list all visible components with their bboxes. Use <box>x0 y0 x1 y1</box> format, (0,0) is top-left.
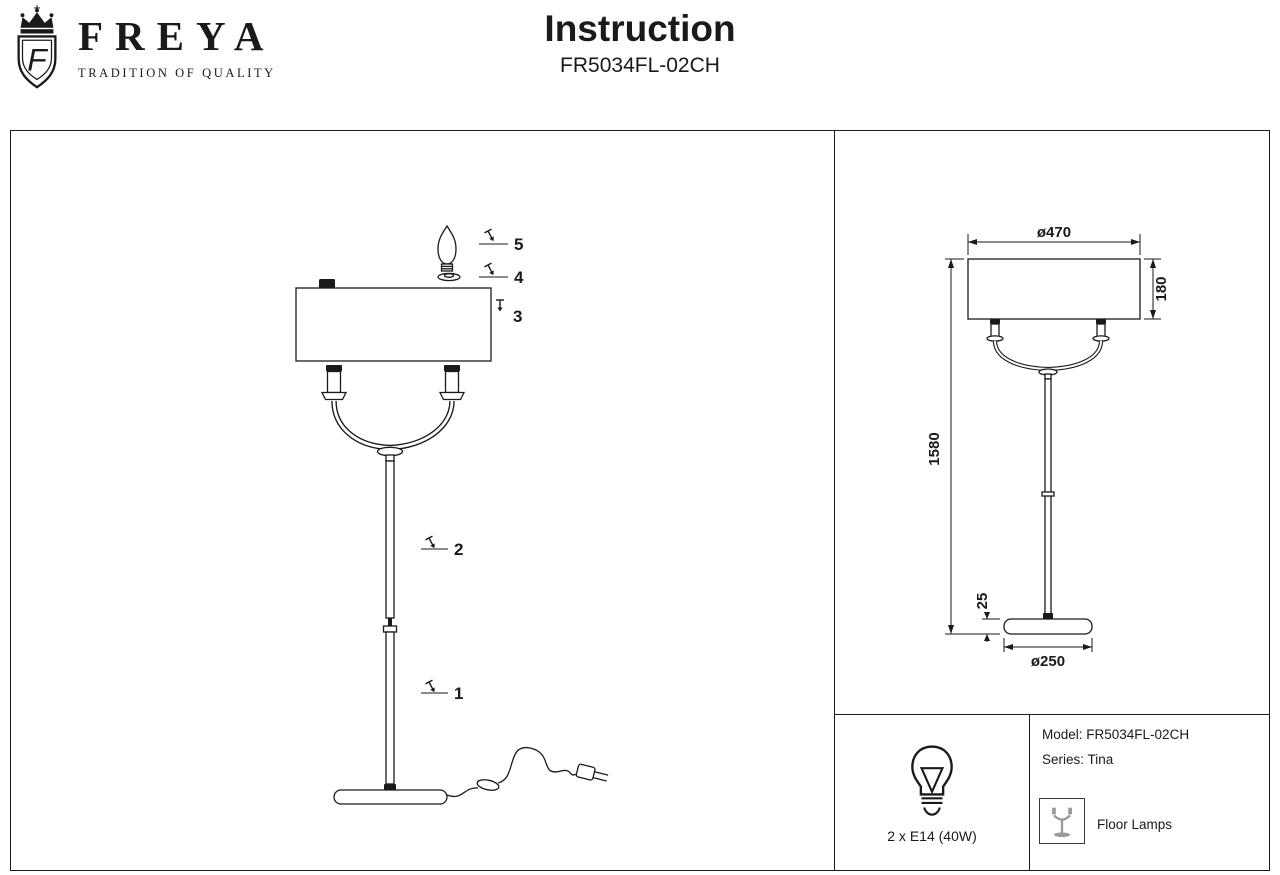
bulb-drawing <box>437 224 457 272</box>
part-label-5: 5 <box>514 235 523 254</box>
callout-4: 4 <box>479 262 524 287</box>
dim-base-diameter: ø250 <box>1003 638 1093 670</box>
base-drawing <box>333 784 448 805</box>
exploded-view-drawing: 5 4 3 <box>295 224 609 805</box>
base-thickness-value: 25 <box>974 593 991 610</box>
shade-height-value: 180 <box>1153 276 1170 301</box>
dim-shade-diameter: ø470 <box>967 224 1141 255</box>
brand-block: FREYA TRADITION OF QUALITY <box>78 16 276 81</box>
dim-total-height: 1580 <box>926 258 1000 635</box>
dimension-view-panel: ø470 180 1580 25 <box>835 130 1270 715</box>
part-label-2: 2 <box>454 540 463 559</box>
part-label-4: 4 <box>514 268 524 287</box>
part-label-1: 1 <box>454 684 463 703</box>
screw-icon <box>483 262 498 278</box>
shade-diameter-value: ø470 <box>1037 224 1071 241</box>
page-model-number: FR5034FL-02CH <box>560 54 720 77</box>
shield-icon: F <box>17 35 57 89</box>
lamp-outline-drawing <box>967 258 1141 635</box>
bulb-spec-cell: 2 x E14 (40W) <box>835 715 1030 871</box>
bulb-icon <box>911 744 953 816</box>
brand-tagline: TRADITION OF QUALITY <box>78 66 276 80</box>
socket-arms-drawing <box>320 365 466 462</box>
callout-2: 2 <box>421 535 463 559</box>
series-text: Series: Tina <box>1042 752 1114 767</box>
brand-name: FREYA <box>78 13 276 59</box>
callout-1: 1 <box>421 679 463 703</box>
plug-icon <box>575 763 609 782</box>
logo-monogram: F <box>27 41 48 77</box>
finial-disc-drawing <box>437 272 461 282</box>
freya-logo: F <box>8 4 66 94</box>
category-icon-box <box>1039 798 1085 844</box>
crown-icon <box>20 5 54 34</box>
base-diameter-value: ø250 <box>1031 653 1065 670</box>
power-cord-drawing <box>446 747 609 798</box>
category-label: Floor Lamps <box>1097 817 1173 832</box>
floor-lamp-icon <box>1052 807 1072 838</box>
screw-icon <box>483 228 498 244</box>
screw-icon <box>495 299 505 313</box>
dimension-drawing: ø470 180 1580 25 <box>926 224 1170 670</box>
document-header: Instruction FR5034FL-02CH <box>544 10 735 78</box>
model-info-cell: Model: FR5034FL-02CH Series: Tina Floor … <box>1030 715 1270 871</box>
model-text: Model: FR5034FL-02CH <box>1042 727 1190 742</box>
lower-pole-drawing <box>385 631 395 785</box>
upper-pole-drawing <box>382 460 398 633</box>
total-height-value: 1580 <box>926 432 943 465</box>
callout-3: 3 <box>495 299 522 326</box>
dim-base-thickness: 25 <box>974 593 1000 642</box>
dim-shade-height: 180 <box>1144 258 1170 320</box>
exploded-view-panel: 5 4 3 <box>10 130 835 871</box>
screw-icon <box>424 679 439 695</box>
bulb-spec-text: 2 x E14 (40W) <box>887 827 977 844</box>
screw-icon <box>424 535 439 551</box>
page-title: Instruction <box>544 8 736 49</box>
shade-drawing <box>295 279 492 362</box>
part-label-3: 3 <box>513 307 522 326</box>
callout-5: 5 <box>479 228 523 254</box>
